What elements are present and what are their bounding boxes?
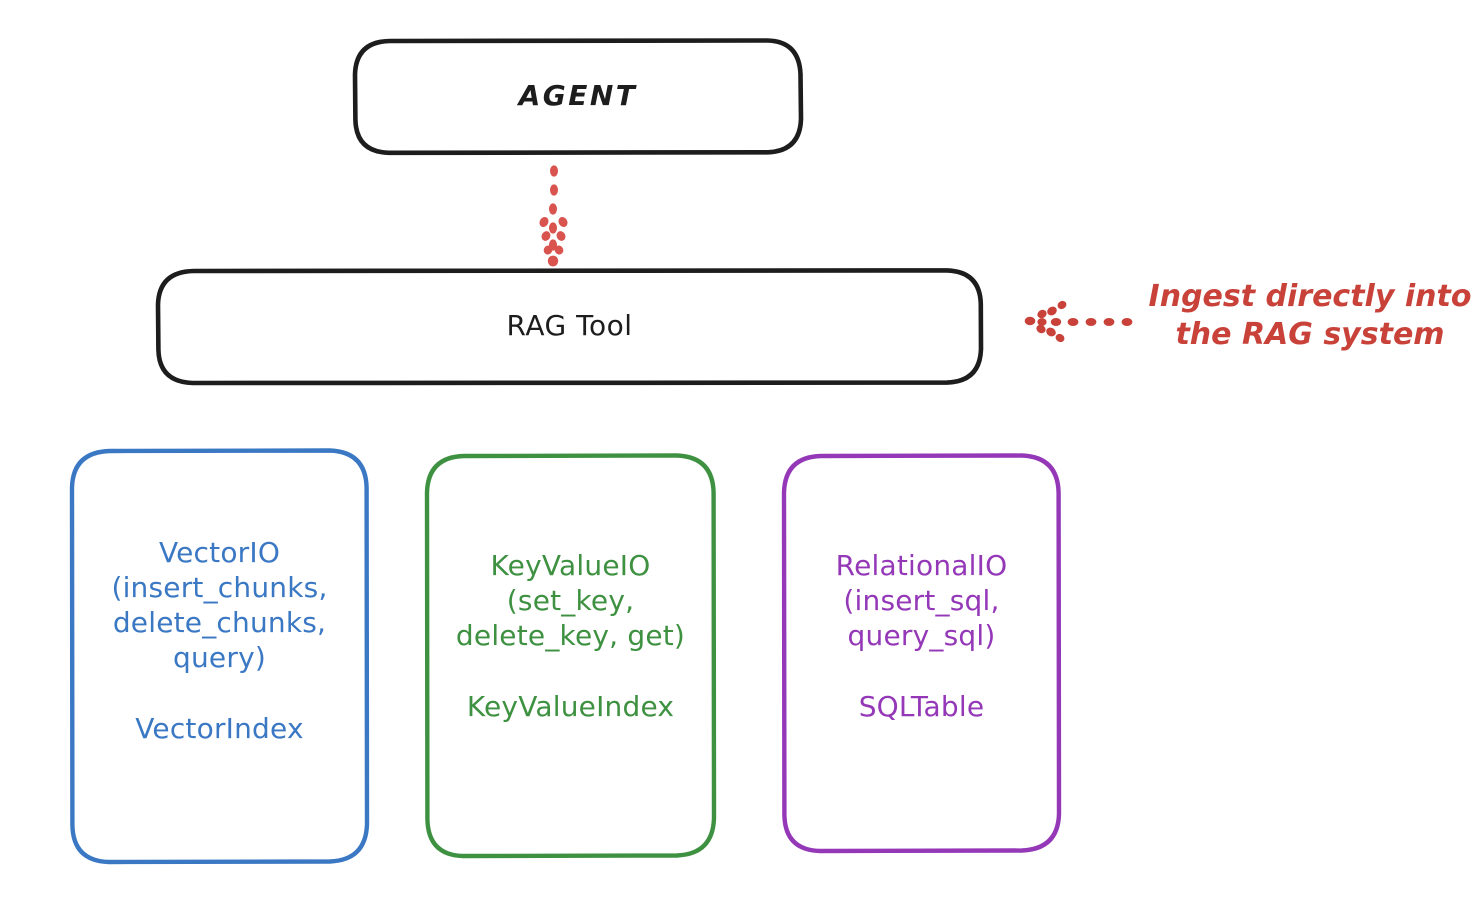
rag-tool-node[interactable]: RAG Tool: [158, 270, 981, 383]
key-value-io-label: KeyValueIO (set_key, delete_key, get) Ke…: [455, 549, 686, 723]
relational-io-label: RelationalIO (insert_sql, query_sql) SQL…: [835, 549, 1008, 723]
ingest-to-rag-tool-connector: [1024, 300, 1133, 343]
vector-io-node[interactable]: VectorIO (insert_chunks, delete_chunks, …: [72, 450, 367, 862]
key-value-io-node[interactable]: KeyValueIO (set_key, delete_key, get) Ke…: [428, 455, 713, 855]
vector-io-label: VectorIO (insert_chunks, delete_chunks, …: [111, 536, 328, 745]
ingest-annotation-text: Ingest directly into the RAG system: [1148, 279, 1472, 352]
rag-tool-label: RAG Tool: [506, 309, 633, 343]
agent-label: AGENT: [518, 79, 638, 113]
agent-to-rag-tool-connector: [539, 165, 568, 267]
agent-node[interactable]: AGENT: [355, 40, 801, 153]
relational-io-node[interactable]: RelationalIO (insert_sql, query_sql) SQL…: [785, 455, 1058, 850]
